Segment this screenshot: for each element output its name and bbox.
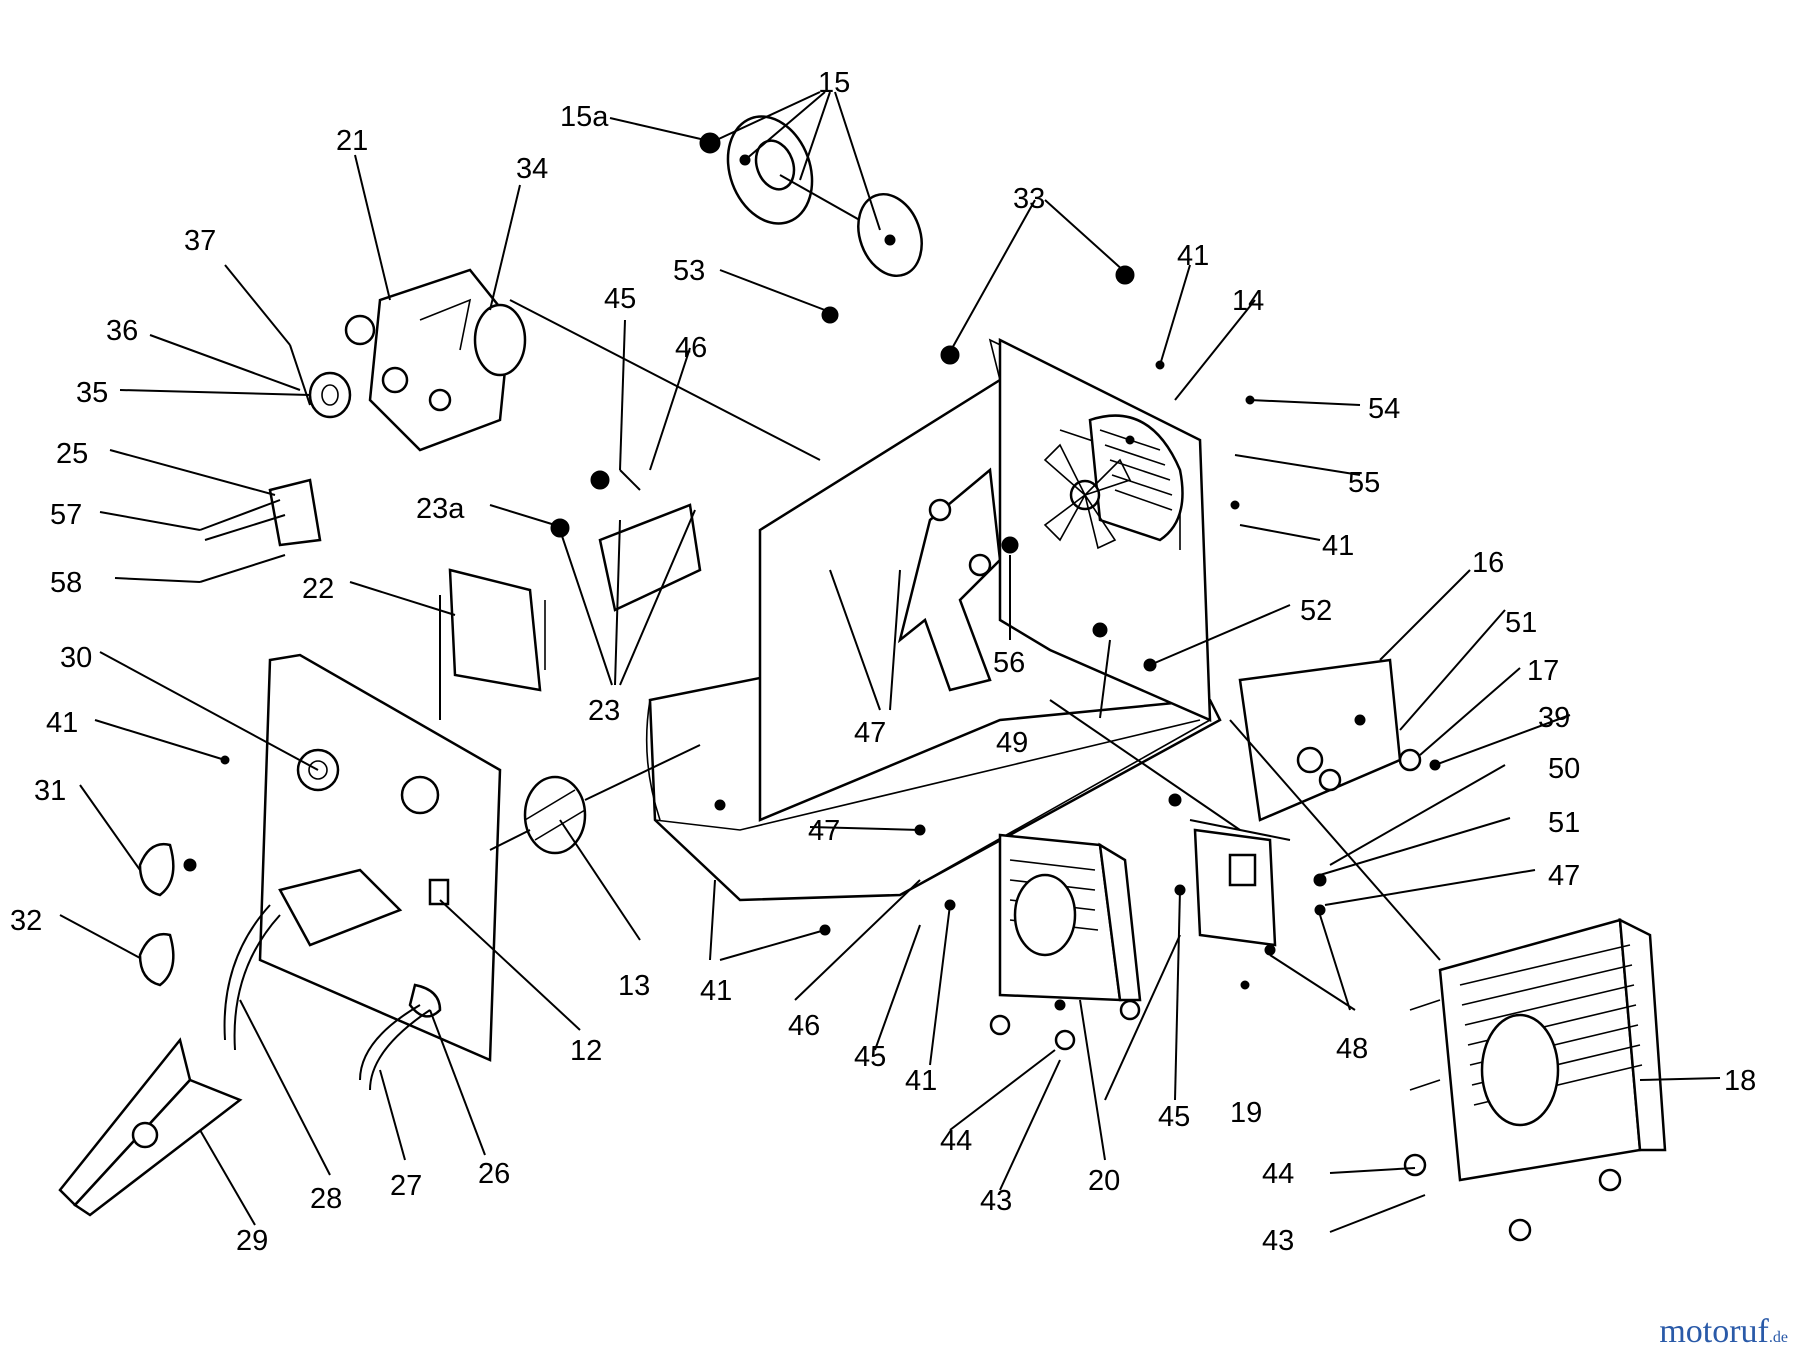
label-41b: 41 bbox=[1322, 530, 1354, 562]
label-35: 35 bbox=[76, 377, 108, 409]
watermark-main: motoruf bbox=[1659, 1313, 1769, 1350]
knob-31 bbox=[138, 842, 197, 897]
label-15: 15 bbox=[818, 67, 850, 99]
label-51a: 51 bbox=[1505, 607, 1537, 639]
knob-32 bbox=[138, 932, 175, 987]
work-cable bbox=[223, 904, 431, 1091]
leader-lines bbox=[59, 91, 1721, 1233]
cooling-fan bbox=[1043, 414, 1184, 550]
label-50: 50 bbox=[1548, 753, 1580, 785]
label-45b: 45 bbox=[854, 1041, 886, 1073]
label-47a: 47 bbox=[854, 717, 886, 749]
label-21: 21 bbox=[336, 125, 368, 157]
feed-roller bbox=[308, 371, 352, 419]
label-46b: 46 bbox=[788, 1010, 820, 1042]
label-29: 29 bbox=[236, 1225, 268, 1257]
label-23: 23 bbox=[588, 695, 620, 727]
label-16: 16 bbox=[1472, 547, 1504, 579]
label-45a: 45 bbox=[604, 283, 636, 315]
label-54: 54 bbox=[1368, 393, 1400, 425]
label-15a: 15a bbox=[560, 101, 609, 133]
label-25: 25 bbox=[56, 438, 88, 470]
label-41e: 41 bbox=[905, 1065, 937, 1097]
inductor bbox=[989, 833, 1142, 1051]
label-56: 56 bbox=[993, 647, 1025, 679]
label-26: 26 bbox=[478, 1158, 510, 1190]
label-49: 49 bbox=[996, 727, 1028, 759]
label-12: 12 bbox=[570, 1035, 602, 1067]
watermark-tld: .de bbox=[1768, 1329, 1788, 1346]
label-53: 53 bbox=[673, 255, 705, 287]
label-14: 14 bbox=[1232, 285, 1264, 317]
label-48: 48 bbox=[1336, 1033, 1368, 1065]
front-panel bbox=[258, 653, 502, 1062]
label-43a: 43 bbox=[980, 1185, 1012, 1217]
label-27: 27 bbox=[390, 1170, 422, 1202]
label-44b: 44 bbox=[1262, 1158, 1294, 1190]
label-47c: 47 bbox=[1548, 860, 1580, 892]
label-20: 20 bbox=[1088, 1165, 1120, 1197]
label-17: 17 bbox=[1527, 655, 1559, 687]
label-55: 55 bbox=[1348, 467, 1380, 499]
label-18: 18 bbox=[1724, 1065, 1756, 1097]
label-57: 57 bbox=[50, 499, 82, 531]
label-39: 39 bbox=[1538, 702, 1570, 734]
label-44a: 44 bbox=[940, 1125, 972, 1157]
wire-feed-motor bbox=[344, 268, 527, 452]
contactor bbox=[1189, 819, 1291, 947]
pc-board bbox=[448, 568, 546, 692]
label-37: 37 bbox=[184, 225, 216, 257]
label-52: 52 bbox=[1300, 595, 1332, 627]
label-32: 32 bbox=[10, 905, 42, 937]
main-transformer bbox=[1403, 917, 1667, 1242]
wire-guide bbox=[199, 478, 322, 583]
label-34: 34 bbox=[516, 153, 548, 185]
label-33: 33 bbox=[1013, 183, 1045, 215]
label-45c: 45 bbox=[1158, 1101, 1190, 1133]
label-36: 36 bbox=[106, 315, 138, 347]
label-23a: 23a bbox=[416, 493, 465, 525]
label-30: 30 bbox=[60, 642, 92, 674]
label-47b: 47 bbox=[808, 815, 840, 847]
label-41c: 41 bbox=[46, 707, 78, 739]
watermark-logo: motoruf.de bbox=[1659, 1313, 1788, 1351]
label-13: 13 bbox=[618, 970, 650, 1002]
rectifier bbox=[1238, 658, 1422, 822]
label-46a: 46 bbox=[675, 332, 707, 364]
label-28: 28 bbox=[310, 1183, 342, 1215]
label-41d: 41 bbox=[700, 975, 732, 1007]
label-43b: 43 bbox=[1262, 1225, 1294, 1257]
label-51b: 51 bbox=[1548, 807, 1580, 839]
label-58: 58 bbox=[50, 567, 82, 599]
label-22: 22 bbox=[302, 573, 334, 605]
label-19: 19 bbox=[1230, 1097, 1262, 1129]
label-31: 31 bbox=[34, 775, 66, 807]
ground-clamp bbox=[58, 1037, 243, 1217]
contactor-bracket bbox=[550, 469, 702, 612]
label-41a: 41 bbox=[1177, 240, 1209, 272]
part-labels: 15 15a 21 34 37 53 33 41 14 36 45 46 54 … bbox=[10, 67, 1756, 1257]
